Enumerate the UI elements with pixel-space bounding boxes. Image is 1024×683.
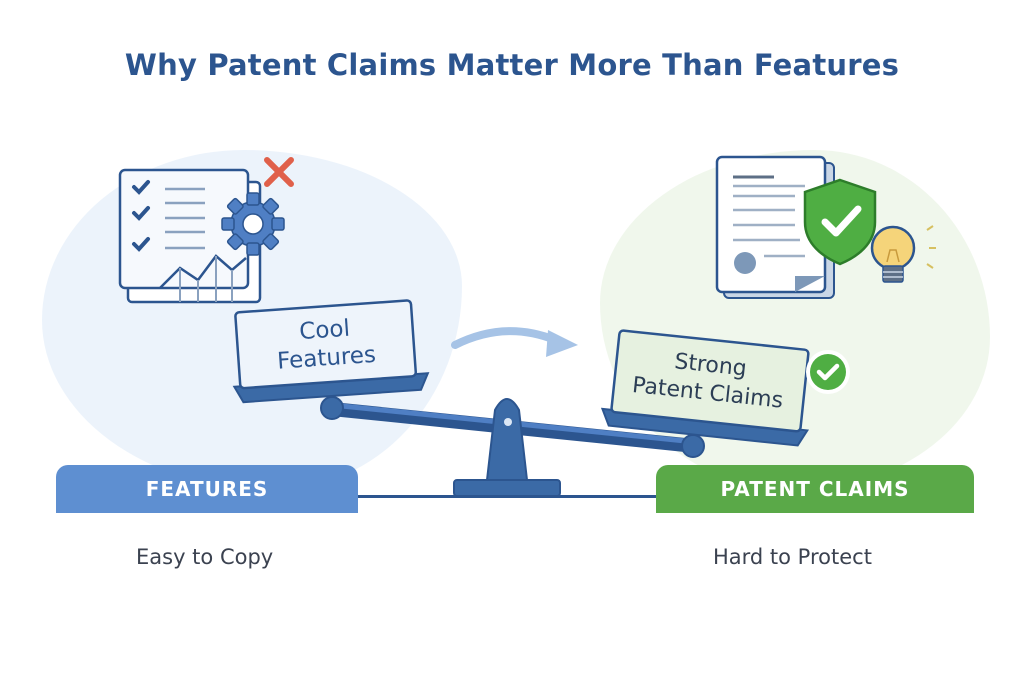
check-circle-icon [806,350,850,394]
page-title: Why Patent Claims Matter More Than Featu… [124,48,900,82]
gear-icon [221,192,285,256]
baseline [358,495,656,498]
patent-claims-label: PATENT CLAIMS [656,465,974,513]
claims-caption: Hard to Protect [713,545,872,569]
chart-icon [159,254,247,302]
left-pan: Cool Features [232,299,430,404]
features-label: FEATURES [56,465,358,513]
left-box-line1: Cool [298,316,350,345]
x-mark-icon [264,157,294,187]
lightbulb-icon [870,225,936,283]
shield-check-icon [803,178,877,266]
arrow-right-icon [451,327,578,357]
right-pan: Strong Patent Claims [600,329,810,447]
fulcrum [453,398,561,497]
features-caption: Easy to Copy [136,545,274,569]
